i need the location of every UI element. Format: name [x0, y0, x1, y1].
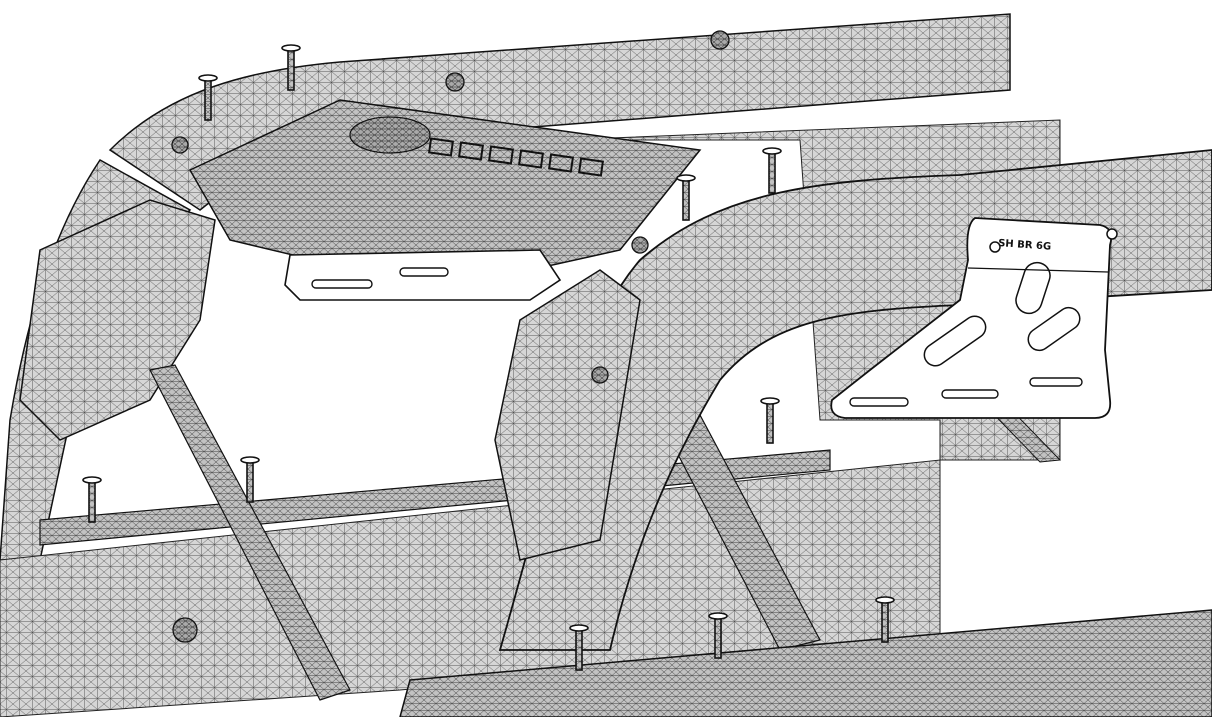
- locating-pin: [676, 174, 696, 221]
- locating-pin: [760, 397, 780, 444]
- mount-boss: [710, 30, 730, 50]
- locating-pin: [875, 596, 895, 643]
- locating-pin: [198, 74, 218, 121]
- tube-mount-bosses: [171, 30, 730, 643]
- front-bracket-bolt-right: [1106, 228, 1118, 240]
- cross-bar-lettering-mesh: [428, 137, 604, 177]
- diagonal-strut-left-mesh: [149, 364, 351, 701]
- mount-boss: [631, 236, 649, 254]
- front-bed-rail-mesh: [399, 609, 1212, 717]
- mount-boss: [172, 617, 198, 643]
- left-pad-block-mesh: [19, 199, 216, 441]
- front-bracket-slot-bottom-1: [849, 397, 909, 407]
- locating-pin: [569, 624, 589, 671]
- front-bracket-fold-line: [967, 267, 1109, 273]
- front-bracket-bolt-left: [989, 241, 1001, 253]
- front-bracket-slot-bottom-3: [1029, 377, 1083, 387]
- front-bracket-slot-diag-right: [1027, 306, 1081, 352]
- locating-pins: [82, 44, 895, 671]
- rear-bracket-slot-2: [399, 267, 449, 277]
- mount-boss: [591, 366, 609, 384]
- rear-bracket-slot-1: [311, 279, 373, 289]
- locating-pin: [281, 44, 301, 91]
- mount-boss: [171, 136, 189, 154]
- cross-bar-emblem-mesh: [349, 116, 431, 154]
- locating-pin: [240, 456, 260, 503]
- front-bracket-slot-bottom-2: [941, 389, 999, 399]
- cross-bar-mesh: [188, 99, 702, 291]
- rear-mount-bracket: [284, 249, 562, 301]
- front-bracket-label: SH BR 6G: [998, 238, 1052, 253]
- locating-pin: [708, 612, 728, 659]
- locating-pin: [762, 147, 782, 194]
- mount-boss: [445, 72, 465, 92]
- front-bracket-slot-top: [1015, 261, 1051, 315]
- front-bracket-slot-diag-left: [923, 315, 987, 367]
- locating-pin: [82, 476, 102, 523]
- front-pad-block-mesh: [494, 269, 641, 561]
